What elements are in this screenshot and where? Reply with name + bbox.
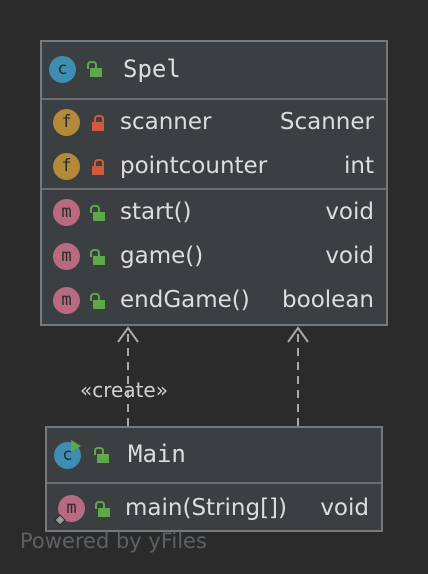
class-name: Spel <box>123 55 181 83</box>
class-icon: c <box>49 56 76 83</box>
methods-section: m main(String[]) void <box>47 484 381 532</box>
public-lock-icon <box>90 205 105 221</box>
method-row[interactable]: m game() void <box>42 234 386 278</box>
method-return-type: void <box>325 243 374 269</box>
watermark: Powered by yFiles <box>20 529 207 553</box>
static-marker-icon <box>54 514 66 526</box>
public-lock-icon <box>87 61 102 77</box>
create-stereotype-label: «create» <box>80 378 168 402</box>
field-row[interactable]: f scanner Scanner <box>42 100 386 144</box>
field-type: Scanner <box>279 109 374 135</box>
class-node-spel[interactable]: c Spel f scanner Scanner f pointcounter … <box>40 40 388 326</box>
field-icon: f <box>53 109 80 136</box>
field-name: pointcounter <box>120 153 268 179</box>
method-name: start() <box>120 199 192 225</box>
method-name: main(String[]) <box>125 495 287 521</box>
public-lock-icon <box>95 501 110 517</box>
method-row[interactable]: m start() void <box>42 190 386 234</box>
field-icon: f <box>53 153 80 180</box>
dependency-arrowhead <box>287 326 309 343</box>
method-icon: m <box>53 199 80 226</box>
method-name: endGame() <box>120 287 250 313</box>
method-row[interactable]: m endGame() boolean <box>42 278 386 322</box>
method-return-type: boolean <box>282 287 374 313</box>
method-return-type: void <box>320 495 369 521</box>
field-type: int <box>344 153 374 179</box>
public-lock-icon <box>90 293 105 309</box>
method-icon: m <box>53 243 80 270</box>
method-name: game() <box>120 243 204 269</box>
class-header: c Main <box>47 428 381 484</box>
static-method-icon: m <box>58 495 85 522</box>
public-lock-icon <box>94 447 109 463</box>
method-return-type: void <box>325 199 374 225</box>
public-lock-icon <box>90 249 105 265</box>
method-row[interactable]: m main(String[]) void <box>47 484 381 532</box>
fields-section: f scanner Scanner f pointcounter int <box>42 100 386 190</box>
methods-section: m start() void m game() void m endGame()… <box>42 190 386 322</box>
class-name: Main <box>128 440 186 468</box>
field-name: scanner <box>120 109 212 135</box>
method-icon: m <box>53 287 80 314</box>
private-lock-icon <box>92 115 105 131</box>
field-row[interactable]: f pointcounter int <box>42 144 386 188</box>
class-node-main[interactable]: c Main m main(String[]) void <box>45 426 383 532</box>
private-lock-icon <box>92 159 105 175</box>
class-header: c Spel <box>42 42 386 100</box>
create-dependency-arrowhead <box>117 326 139 343</box>
run-marker-icon <box>71 440 81 452</box>
